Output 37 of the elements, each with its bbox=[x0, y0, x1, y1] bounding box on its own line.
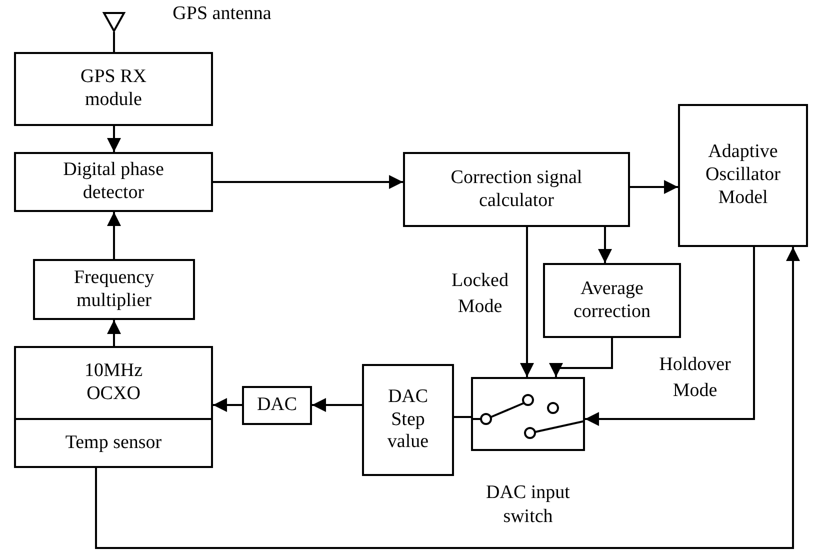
arrow bbox=[312, 398, 362, 412]
node-label: 10MHz OCXO bbox=[83, 360, 144, 406]
node-label: DAC bbox=[256, 394, 298, 417]
arrow bbox=[107, 320, 121, 346]
antenna-icon bbox=[102, 12, 126, 32]
arrow bbox=[598, 227, 612, 263]
arrow bbox=[107, 212, 121, 259]
node-label: Correction signal calculator bbox=[450, 166, 584, 212]
node-caption: DAC input switch bbox=[485, 481, 571, 528]
node-label: Frequency multiplier bbox=[72, 266, 156, 312]
process-box bbox=[362, 364, 454, 476]
arrow bbox=[213, 175, 403, 189]
arrow bbox=[585, 247, 755, 426]
arrow bbox=[549, 338, 613, 377]
node-label: Average correction bbox=[572, 278, 652, 324]
process-box bbox=[14, 152, 213, 212]
process-box bbox=[14, 52, 213, 126]
arrow bbox=[630, 180, 678, 194]
node-label: Digital phase detector bbox=[62, 159, 165, 205]
connector-line bbox=[454, 416, 471, 418]
process-box bbox=[242, 386, 312, 425]
process-box bbox=[14, 346, 213, 468]
process-box bbox=[33, 259, 195, 320]
arrow bbox=[520, 227, 534, 377]
arrow bbox=[107, 126, 121, 152]
node-label: DAC Step value bbox=[386, 386, 430, 454]
node-label: Temp sensor bbox=[65, 432, 162, 454]
node-caption: GPS antenna bbox=[172, 2, 272, 26]
node-label: Adaptive Oscillator Model bbox=[704, 141, 782, 210]
process-box bbox=[678, 104, 808, 247]
arrow bbox=[213, 398, 242, 412]
process-box bbox=[543, 263, 681, 338]
switch-box bbox=[471, 377, 585, 451]
arrow bbox=[95, 247, 800, 549]
process-box bbox=[403, 152, 630, 227]
connector-line bbox=[113, 32, 115, 52]
node-label: GPS RX module bbox=[80, 66, 148, 112]
